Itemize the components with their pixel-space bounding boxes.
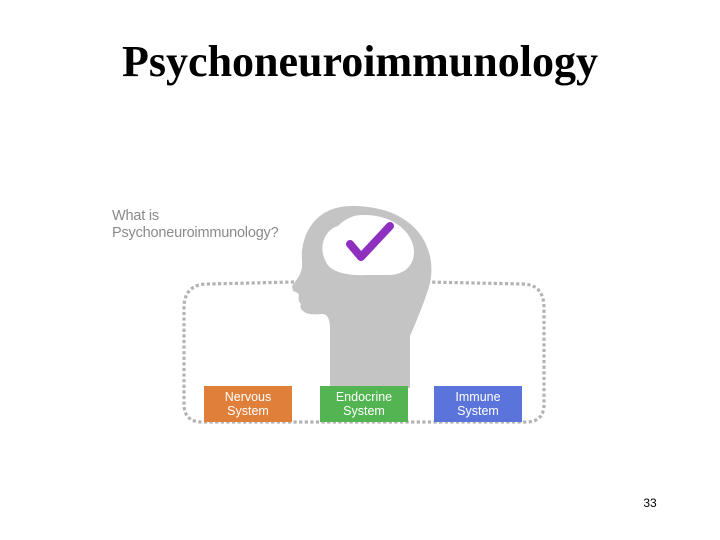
question-text: What is Psychoneuroimmunology? [112,208,279,242]
nervous-box-bg [204,386,292,422]
immune-system-line-2: System [457,404,499,418]
endocrine-system-line-2: System [343,404,385,418]
immune-system-box: Immune System [434,386,522,422]
question-line-2: Psychoneuroimmunology? [112,225,279,241]
pni-diagram: What is Psychoneuroimmunology? Nervous S… [104,196,556,432]
nervous-system-box: Nervous System [204,386,292,422]
nervous-system-line-1: Nervous [224,390,272,404]
pni-diagram-graphic [182,206,546,424]
check-icon [346,222,394,261]
immune-system-line-1: Immune [455,390,501,404]
immune-box-bg [434,386,522,422]
endocrine-box-bg [320,386,408,422]
endocrine-system-line-1: Endocrine [335,390,393,404]
slide-title: Psychoneuroimmunology [122,37,598,86]
nervous-system-line-2: System [227,404,269,418]
question-line-1: What is [112,208,159,224]
endocrine-system-box: Endocrine System [320,386,408,422]
head-icon [292,206,432,388]
page-number: 33 [643,496,657,510]
